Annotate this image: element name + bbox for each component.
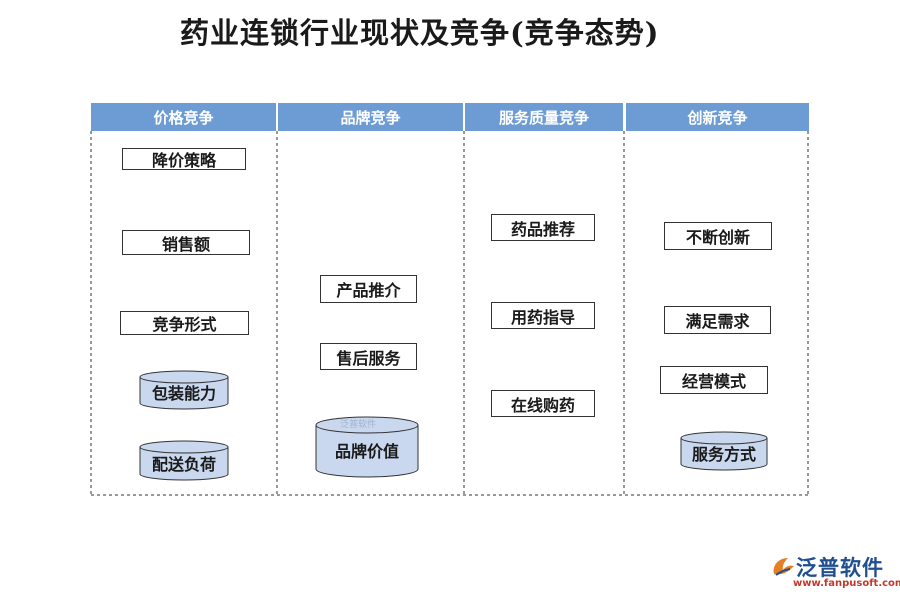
node-meet-demand: 满足需求 xyxy=(664,306,771,334)
node-cut-price-strategy: 降价策略 xyxy=(122,148,246,170)
logo-icon xyxy=(773,558,794,576)
node-product-promotion: 产品推介 xyxy=(320,275,417,303)
cylinder-shape xyxy=(139,370,229,410)
cylinder-label: 服务方式 xyxy=(691,445,756,464)
node-brand-value: 品牌价值 xyxy=(315,416,419,478)
column-header-service: 服务质量竞争 xyxy=(465,103,623,131)
brand-logo: 泛普软件 xyxy=(770,552,884,582)
node-competition-form: 竞争形式 xyxy=(120,311,249,335)
column-header-brand: 品牌竞争 xyxy=(278,103,463,131)
node-sales-volume: 销售额 xyxy=(122,230,250,255)
diagram-title: 药业连锁行业现状及竞争(竞争态势) xyxy=(180,16,660,50)
node-business-model: 经营模式 xyxy=(660,366,768,394)
cylinder-label: 包装能力 xyxy=(151,384,216,403)
logo-url: www.fanpusoft.com xyxy=(793,578,900,589)
node-after-sales: 售后服务 xyxy=(320,343,417,370)
node-drug-recommend: 药品推荐 xyxy=(491,214,595,241)
cylinder-label: 配送负荷 xyxy=(151,455,216,474)
node-packaging-capacity: 包装能力 xyxy=(139,370,229,410)
cylinder-shape xyxy=(680,431,768,471)
node-delivery-load: 配送负荷 xyxy=(139,440,229,481)
node-continuous-innovation: 不断创新 xyxy=(664,222,772,250)
node-medication-guide: 用药指导 xyxy=(491,302,595,329)
column-header-price: 价格竞争 xyxy=(91,103,276,131)
node-online-purchase: 在线购药 xyxy=(491,390,595,417)
watermark-text: 泛普软件 xyxy=(340,420,377,430)
node-service-mode: 服务方式 xyxy=(680,431,768,471)
cylinder-label: 品牌价值 xyxy=(334,442,399,461)
cylinder-shape xyxy=(315,416,419,478)
cylinder-shape xyxy=(139,440,229,481)
logo-name: 泛普软件 xyxy=(796,556,884,580)
column-header-innovation: 创新竞争 xyxy=(626,103,809,131)
